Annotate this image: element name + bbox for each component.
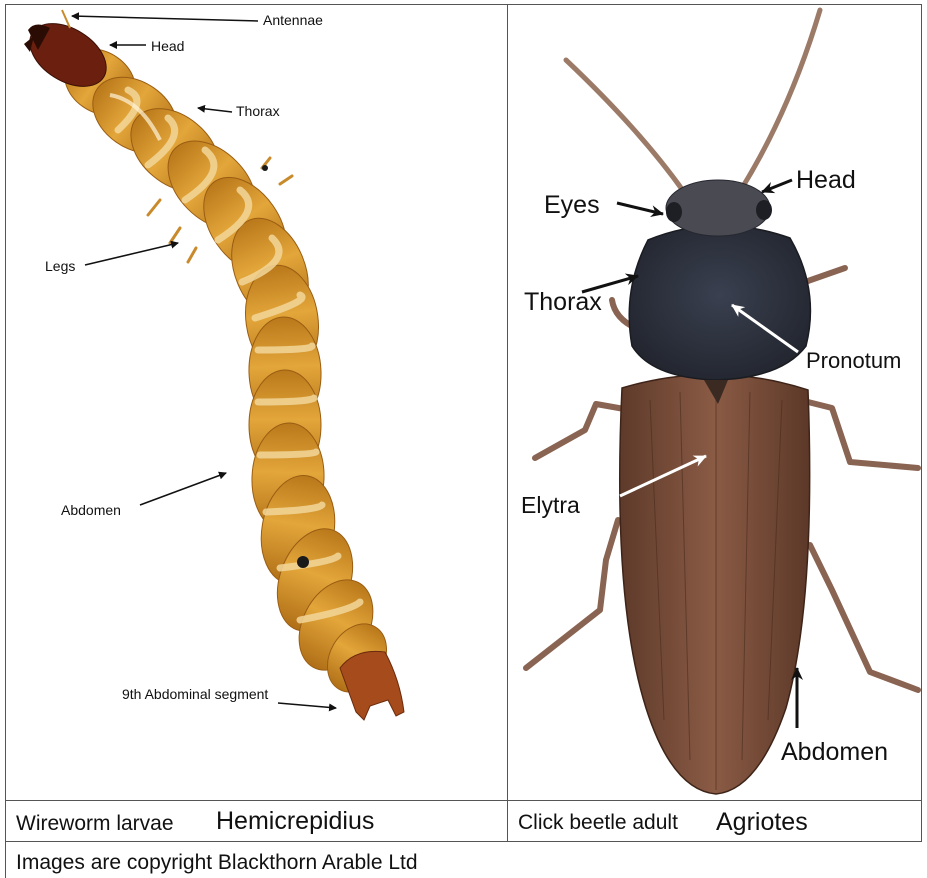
beetle-caption-genus: Agriotes: [716, 810, 808, 835]
wireworm-larva-drawing: [19, 10, 404, 720]
beetle-elytra: [620, 374, 810, 794]
beetle-pronotum: [629, 225, 810, 380]
beetle-antennae: [566, 10, 820, 192]
larva-9th-segment: [340, 651, 404, 720]
larva-label-abdomen: Abdomen: [61, 503, 121, 517]
larva-body: [52, 36, 399, 703]
copyright-notice: Images are copyright Blackthorn Arable L…: [16, 852, 418, 873]
beetle-label-head: Head: [796, 168, 856, 193]
larva-label-head: Head: [151, 39, 184, 53]
beetle-label-thorax: Thorax: [524, 290, 602, 315]
larva-label-antennae: Antennae: [263, 13, 323, 27]
beetle-label-elytra: Elytra: [521, 494, 580, 517]
larva-caption-genus: Hemicrepidius: [216, 809, 374, 834]
beetle-caption-common-name: Click beetle adult: [518, 812, 678, 833]
larva-label-9th-segment: 9th Abdominal segment: [122, 687, 268, 701]
beetle-head: [666, 180, 772, 236]
larva-label-legs: Legs: [45, 259, 75, 273]
beetle-label-eyes: Eyes: [544, 193, 600, 218]
beetle-label-pronotum: Pronotum: [806, 350, 901, 372]
larva-caption-common-name: Wireworm larvae: [16, 813, 174, 834]
larva-label-thorax: Thorax: [236, 104, 280, 118]
beetle-label-abdomen: Abdomen: [781, 740, 888, 765]
click-beetle-drawing: [526, 10, 918, 794]
